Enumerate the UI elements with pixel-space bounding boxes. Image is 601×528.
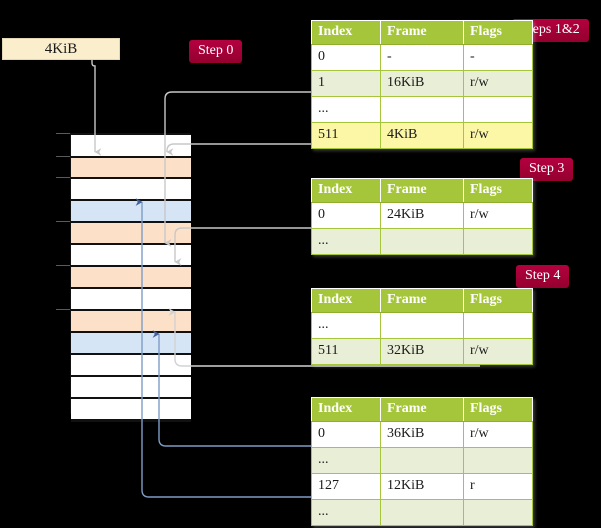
cell-flags: r/w — [463, 122, 533, 149]
cell-index: 1 — [311, 70, 381, 97]
table-header-row: Index Frame Flags — [311, 178, 533, 203]
cell-frame — [380, 499, 464, 526]
column-header-index: Index — [311, 288, 381, 313]
cell-index: 511 — [311, 338, 381, 365]
cell-index: ... — [311, 228, 381, 255]
step-badge-step-0-label: Step 0 — [198, 43, 234, 58]
cell-frame: 36KiB — [380, 421, 464, 448]
memory-tick — [56, 177, 70, 178]
cell-flags: r — [463, 473, 533, 500]
table-row: 127 12KiB r — [311, 473, 533, 500]
cell-flags: r/w — [463, 202, 533, 229]
memory-row-8 — [71, 310, 191, 332]
memory-tick — [56, 156, 70, 157]
cell-flags — [463, 228, 533, 255]
memory-row-11 — [71, 376, 191, 398]
cell-flags: r/w — [463, 421, 533, 448]
memory-tick — [56, 133, 70, 134]
memory-row-3 — [71, 200, 191, 222]
cell-index: 511 — [311, 122, 381, 149]
table-row: 1 16KiB r/w — [311, 70, 533, 97]
table-row: ... — [311, 499, 533, 526]
step-badge-steps-1-2-label: Steps 1&2 — [521, 22, 580, 37]
cell-frame — [380, 228, 464, 255]
cell-flags: r/w — [463, 70, 533, 97]
memory-row-13 — [71, 420, 191, 422]
column-header-flags: Flags — [463, 20, 533, 45]
memory-row-2 — [71, 178, 191, 200]
page-table-step-4: Index Frame Flags ... 511 32KiB r/w — [311, 288, 533, 365]
page-table-step-3: Index Frame Flags 0 24KiB r/w ... — [311, 178, 533, 255]
table-row: ... — [311, 228, 533, 255]
cell-index: 127 — [311, 473, 381, 500]
cell-frame: - — [380, 44, 464, 71]
step-badge-step-4: Step 4 — [516, 265, 570, 288]
table-row: ... — [311, 447, 533, 474]
step-badge-step-4-label: Step 4 — [525, 268, 561, 283]
table-header-row: Index Frame Flags — [311, 288, 533, 313]
cell-frame — [380, 447, 464, 474]
memory-row-9 — [71, 332, 191, 354]
step-badge-step-3: Step 3 — [520, 158, 574, 181]
cell-index: 0 — [311, 202, 381, 229]
table-row: ... — [311, 312, 533, 339]
memory-row-5 — [71, 244, 191, 266]
frame-4kib-box: 4KiB — [2, 38, 120, 60]
cell-flags — [463, 447, 533, 474]
cell-index: ... — [311, 96, 381, 123]
cell-flags: r/w — [463, 338, 533, 365]
memory-row-12 — [71, 398, 191, 420]
cell-flags — [463, 312, 533, 339]
step-badge-step-3-label: Step 3 — [529, 161, 565, 176]
cell-index: 0 — [311, 44, 381, 71]
cell-index: 0 — [311, 421, 381, 448]
table-header-row: Index Frame Flags — [311, 20, 533, 45]
cell-frame: 12KiB — [380, 473, 464, 500]
cell-frame: 24KiB — [380, 202, 464, 229]
table-header-row: Index Frame Flags — [311, 397, 533, 422]
cell-frame: 32KiB — [380, 338, 464, 365]
table-row-highlighted: 511 4KiB r/w — [311, 122, 533, 149]
memory-row-0 — [71, 134, 191, 157]
physical-memory-block — [70, 133, 191, 422]
memory-row-7 — [71, 288, 191, 310]
cell-index: ... — [311, 312, 381, 339]
table-row: ... — [311, 96, 533, 123]
table-row: 0 24KiB r/w — [311, 202, 533, 229]
column-header-index: Index — [311, 178, 381, 203]
cell-frame — [380, 312, 464, 339]
table-row: 0 - - — [311, 44, 533, 71]
column-header-frame: Frame — [380, 288, 464, 313]
memory-row-6 — [71, 266, 191, 288]
memory-row-1 — [71, 157, 191, 178]
column-header-frame: Frame — [380, 397, 464, 422]
column-header-frame: Frame — [380, 178, 464, 203]
memory-tick — [56, 309, 70, 310]
page-table-steps-1-2: Index Frame Flags 0 - - 1 16KiB r/w ... — [311, 20, 533, 149]
memory-row-10 — [71, 354, 191, 376]
page-table-final: Index Frame Flags 0 36KiB r/w ... 127 12… — [311, 397, 533, 526]
column-header-index: Index — [311, 20, 381, 45]
step-badge-step-0: Step 0 — [189, 40, 243, 63]
column-header-index: Index — [311, 397, 381, 422]
memory-tick — [56, 265, 70, 266]
table-row: 0 36KiB r/w — [311, 421, 533, 448]
memory-tick — [56, 221, 70, 222]
cell-flags: - — [463, 44, 533, 71]
column-header-flags: Flags — [463, 178, 533, 203]
cell-frame: 16KiB — [380, 70, 464, 97]
cell-index: ... — [311, 499, 381, 526]
frame-4kib-label: 4KiB — [44, 40, 78, 57]
cell-frame: 4KiB — [380, 122, 464, 149]
cell-flags — [463, 96, 533, 123]
memory-row-4 — [71, 222, 191, 244]
table-row: 511 32KiB r/w — [311, 338, 533, 365]
cell-frame — [380, 96, 464, 123]
column-header-frame: Frame — [380, 20, 464, 45]
column-header-flags: Flags — [463, 397, 533, 422]
cell-flags — [463, 499, 533, 526]
column-header-flags: Flags — [463, 288, 533, 313]
cell-index: ... — [311, 447, 381, 474]
